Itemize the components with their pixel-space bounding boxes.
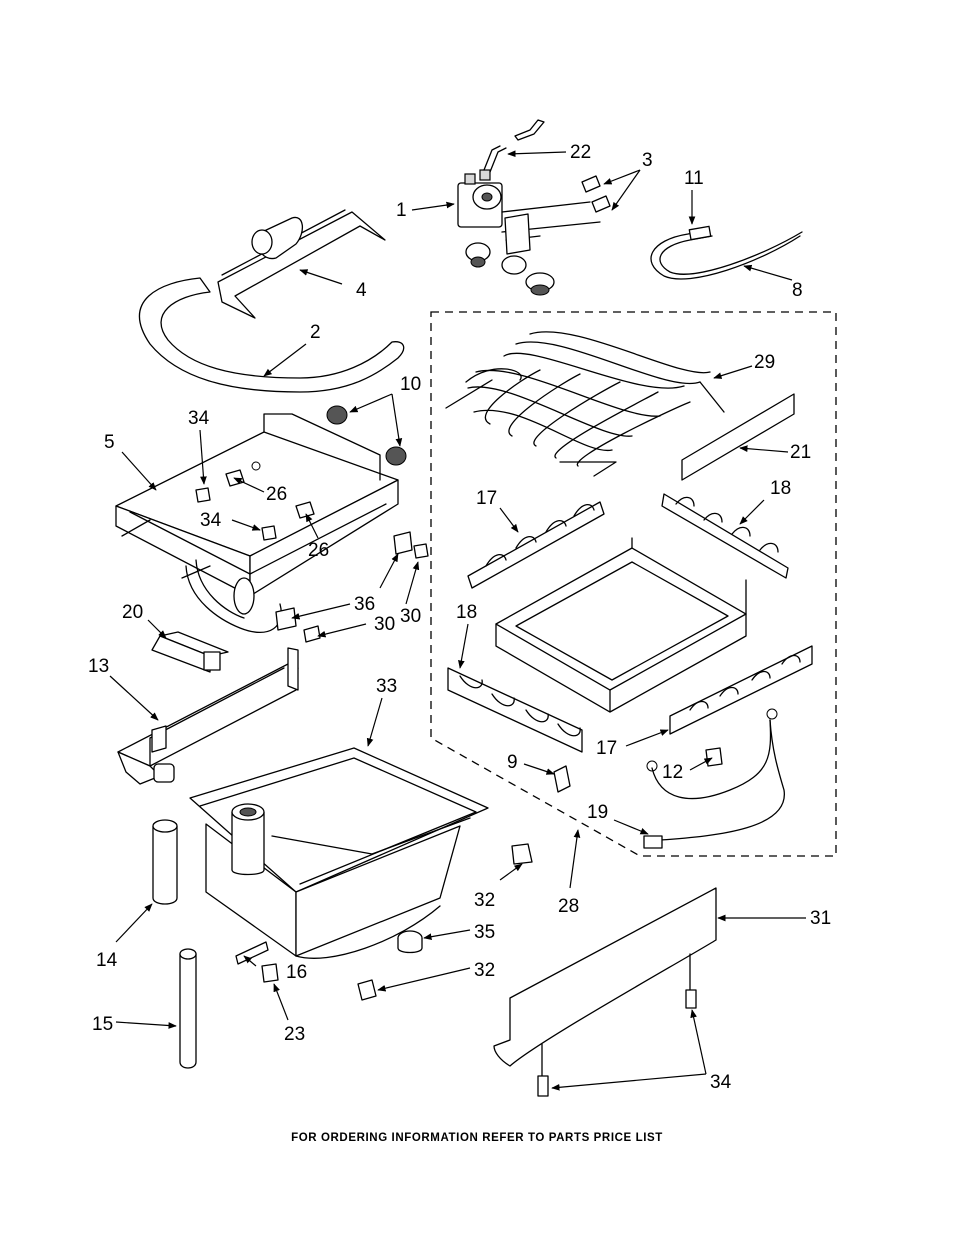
- callout-30-lower: 30: [374, 614, 395, 635]
- small-clip-part: [553, 765, 571, 793]
- mold-rail-back-part: [669, 645, 813, 735]
- callout-13: 13: [88, 656, 109, 677]
- ice-mold-frame-part: [495, 537, 747, 713]
- callout-1: 1: [396, 200, 407, 221]
- callout-19: 19: [587, 802, 608, 823]
- handle-tube-part: [138, 277, 405, 393]
- mold-rail-right-part: [661, 493, 789, 579]
- fill-tube-part: [650, 225, 803, 280]
- callout-20: 20: [122, 602, 143, 623]
- bracket-part: [151, 631, 229, 673]
- insulation-strip-part: [681, 393, 795, 481]
- ice-bin-part: [189, 747, 489, 959]
- leader-lines: [109, 150, 806, 1091]
- water-valve-part: [457, 169, 601, 296]
- ordering-info-footer: FOR ORDERING INFORMATION REFER TO PARTS …: [291, 1132, 663, 1144]
- callout-labels: 1 2 3 4 5 8 9 10 11 12 13 14 15 16 17 17…: [88, 142, 831, 1093]
- callout-22: 22: [570, 142, 591, 163]
- ground-screw-part: [705, 747, 723, 767]
- callout-17-upper: 17: [476, 488, 497, 509]
- callout-34-lower: 34: [710, 1072, 732, 1093]
- callout-32-upper: 32: [474, 890, 495, 911]
- callout-18-lower: 18: [456, 602, 477, 623]
- callout-2: 2: [310, 322, 321, 343]
- callout-5: 5: [104, 432, 115, 453]
- callout-28: 28: [558, 896, 579, 917]
- callout-23: 23: [284, 1024, 305, 1045]
- callout-29: 29: [754, 352, 775, 373]
- callout-34-middle: 34: [200, 510, 222, 531]
- tube-clip-part: [483, 119, 545, 173]
- callout-30-upper: 30: [400, 606, 421, 627]
- mold-rail-front-part: [447, 667, 583, 753]
- callout-36: 36: [354, 594, 375, 615]
- callout-16: 16: [286, 962, 307, 983]
- callout-3: 3: [642, 150, 653, 171]
- callout-21: 21: [790, 442, 811, 463]
- fill-tube-extension-part: [179, 948, 197, 1069]
- callout-8: 8: [792, 280, 803, 301]
- ice-stripper-part: [217, 209, 386, 319]
- callout-18-upper: 18: [770, 478, 791, 499]
- callout-31: 31: [810, 908, 831, 929]
- callout-14: 14: [96, 950, 118, 971]
- valve-screw-part: [581, 175, 611, 213]
- icemaker-assembly-boundary: [430, 311, 837, 857]
- callout-11: 11: [684, 168, 704, 189]
- callout-9: 9: [507, 752, 518, 773]
- bin-hardware: [235, 843, 533, 1001]
- callout-15: 15: [92, 1014, 113, 1035]
- callout-10: 10: [400, 374, 421, 395]
- tube-part: [152, 819, 178, 905]
- callout-35: 35: [474, 922, 495, 943]
- callout-17-lower: 17: [596, 738, 617, 759]
- callout-34-upper: 34: [188, 408, 210, 429]
- callout-26-upper: 26: [266, 484, 287, 505]
- callout-4: 4: [356, 280, 367, 301]
- callout-12: 12: [662, 762, 683, 783]
- callout-26-lower: 26: [308, 540, 329, 561]
- heater-grid-part: [445, 331, 725, 477]
- wire-harness-part: [643, 708, 785, 849]
- callout-33: 33: [376, 676, 397, 697]
- fill-cup-part: [117, 647, 299, 785]
- cover-panel-part: [493, 887, 717, 1097]
- mold-rail-left-part: [467, 501, 605, 589]
- callout-32-lower: 32: [474, 960, 495, 981]
